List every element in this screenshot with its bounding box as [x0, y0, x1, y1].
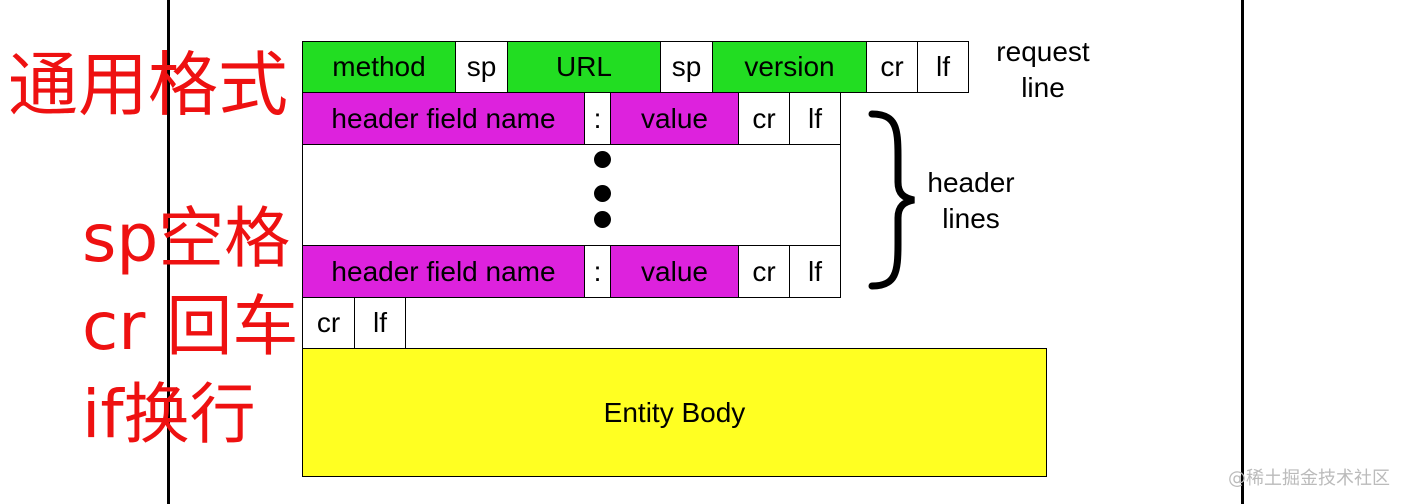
general-format-annotation: 通用格式: [8, 44, 288, 126]
ellipsis-dot-1: [594, 151, 611, 168]
header-cr-cell-2: cr: [738, 245, 790, 298]
method-cell: method: [302, 41, 456, 93]
sp-cell-1: sp: [455, 41, 508, 93]
header-cr-cell-1: cr: [738, 92, 790, 145]
header-lines-label: header lines: [912, 165, 1030, 237]
curly-brace-icon: [868, 110, 915, 290]
blank-lf-cell: lf: [354, 297, 406, 349]
cr-annotation: cr 回车: [82, 288, 299, 365]
version-cell: version: [712, 41, 867, 93]
header-lines-label-2: lines: [942, 203, 1000, 234]
request-cr-cell: cr: [866, 41, 918, 93]
header-ellipsis-box: [302, 144, 841, 246]
request-line-label-1: request: [996, 36, 1090, 67]
colon-cell-2: :: [584, 245, 611, 298]
lf-annotation: if换行: [82, 376, 256, 453]
sp-annotation: sp空格: [82, 200, 291, 277]
url-cell: URL: [507, 41, 661, 93]
left-border-line: [167, 0, 170, 504]
header-lf-cell-1: lf: [789, 92, 841, 145]
header-lf-cell-2: lf: [789, 245, 841, 298]
request-line-label-2: line: [1021, 72, 1065, 103]
entity-body-box: Entity Body: [302, 348, 1047, 477]
value-cell-2: value: [610, 245, 739, 298]
ellipsis-dot-3: [594, 211, 611, 228]
blank-cr-cell: cr: [302, 297, 355, 349]
request-lf-cell: lf: [917, 41, 969, 93]
header-field-name-cell-1: header field name: [302, 92, 585, 145]
colon-cell-1: :: [584, 92, 611, 145]
header-lines-label-1: header: [927, 167, 1015, 198]
request-line-label: request line: [982, 34, 1104, 106]
watermark: @稀土掘金技术社区: [1228, 468, 1390, 489]
value-cell-1: value: [610, 92, 739, 145]
sp-cell-2: sp: [660, 41, 713, 93]
ellipsis-dot-2: [594, 185, 611, 202]
header-field-name-cell-2: header field name: [302, 245, 585, 298]
right-border-line: [1241, 0, 1244, 504]
